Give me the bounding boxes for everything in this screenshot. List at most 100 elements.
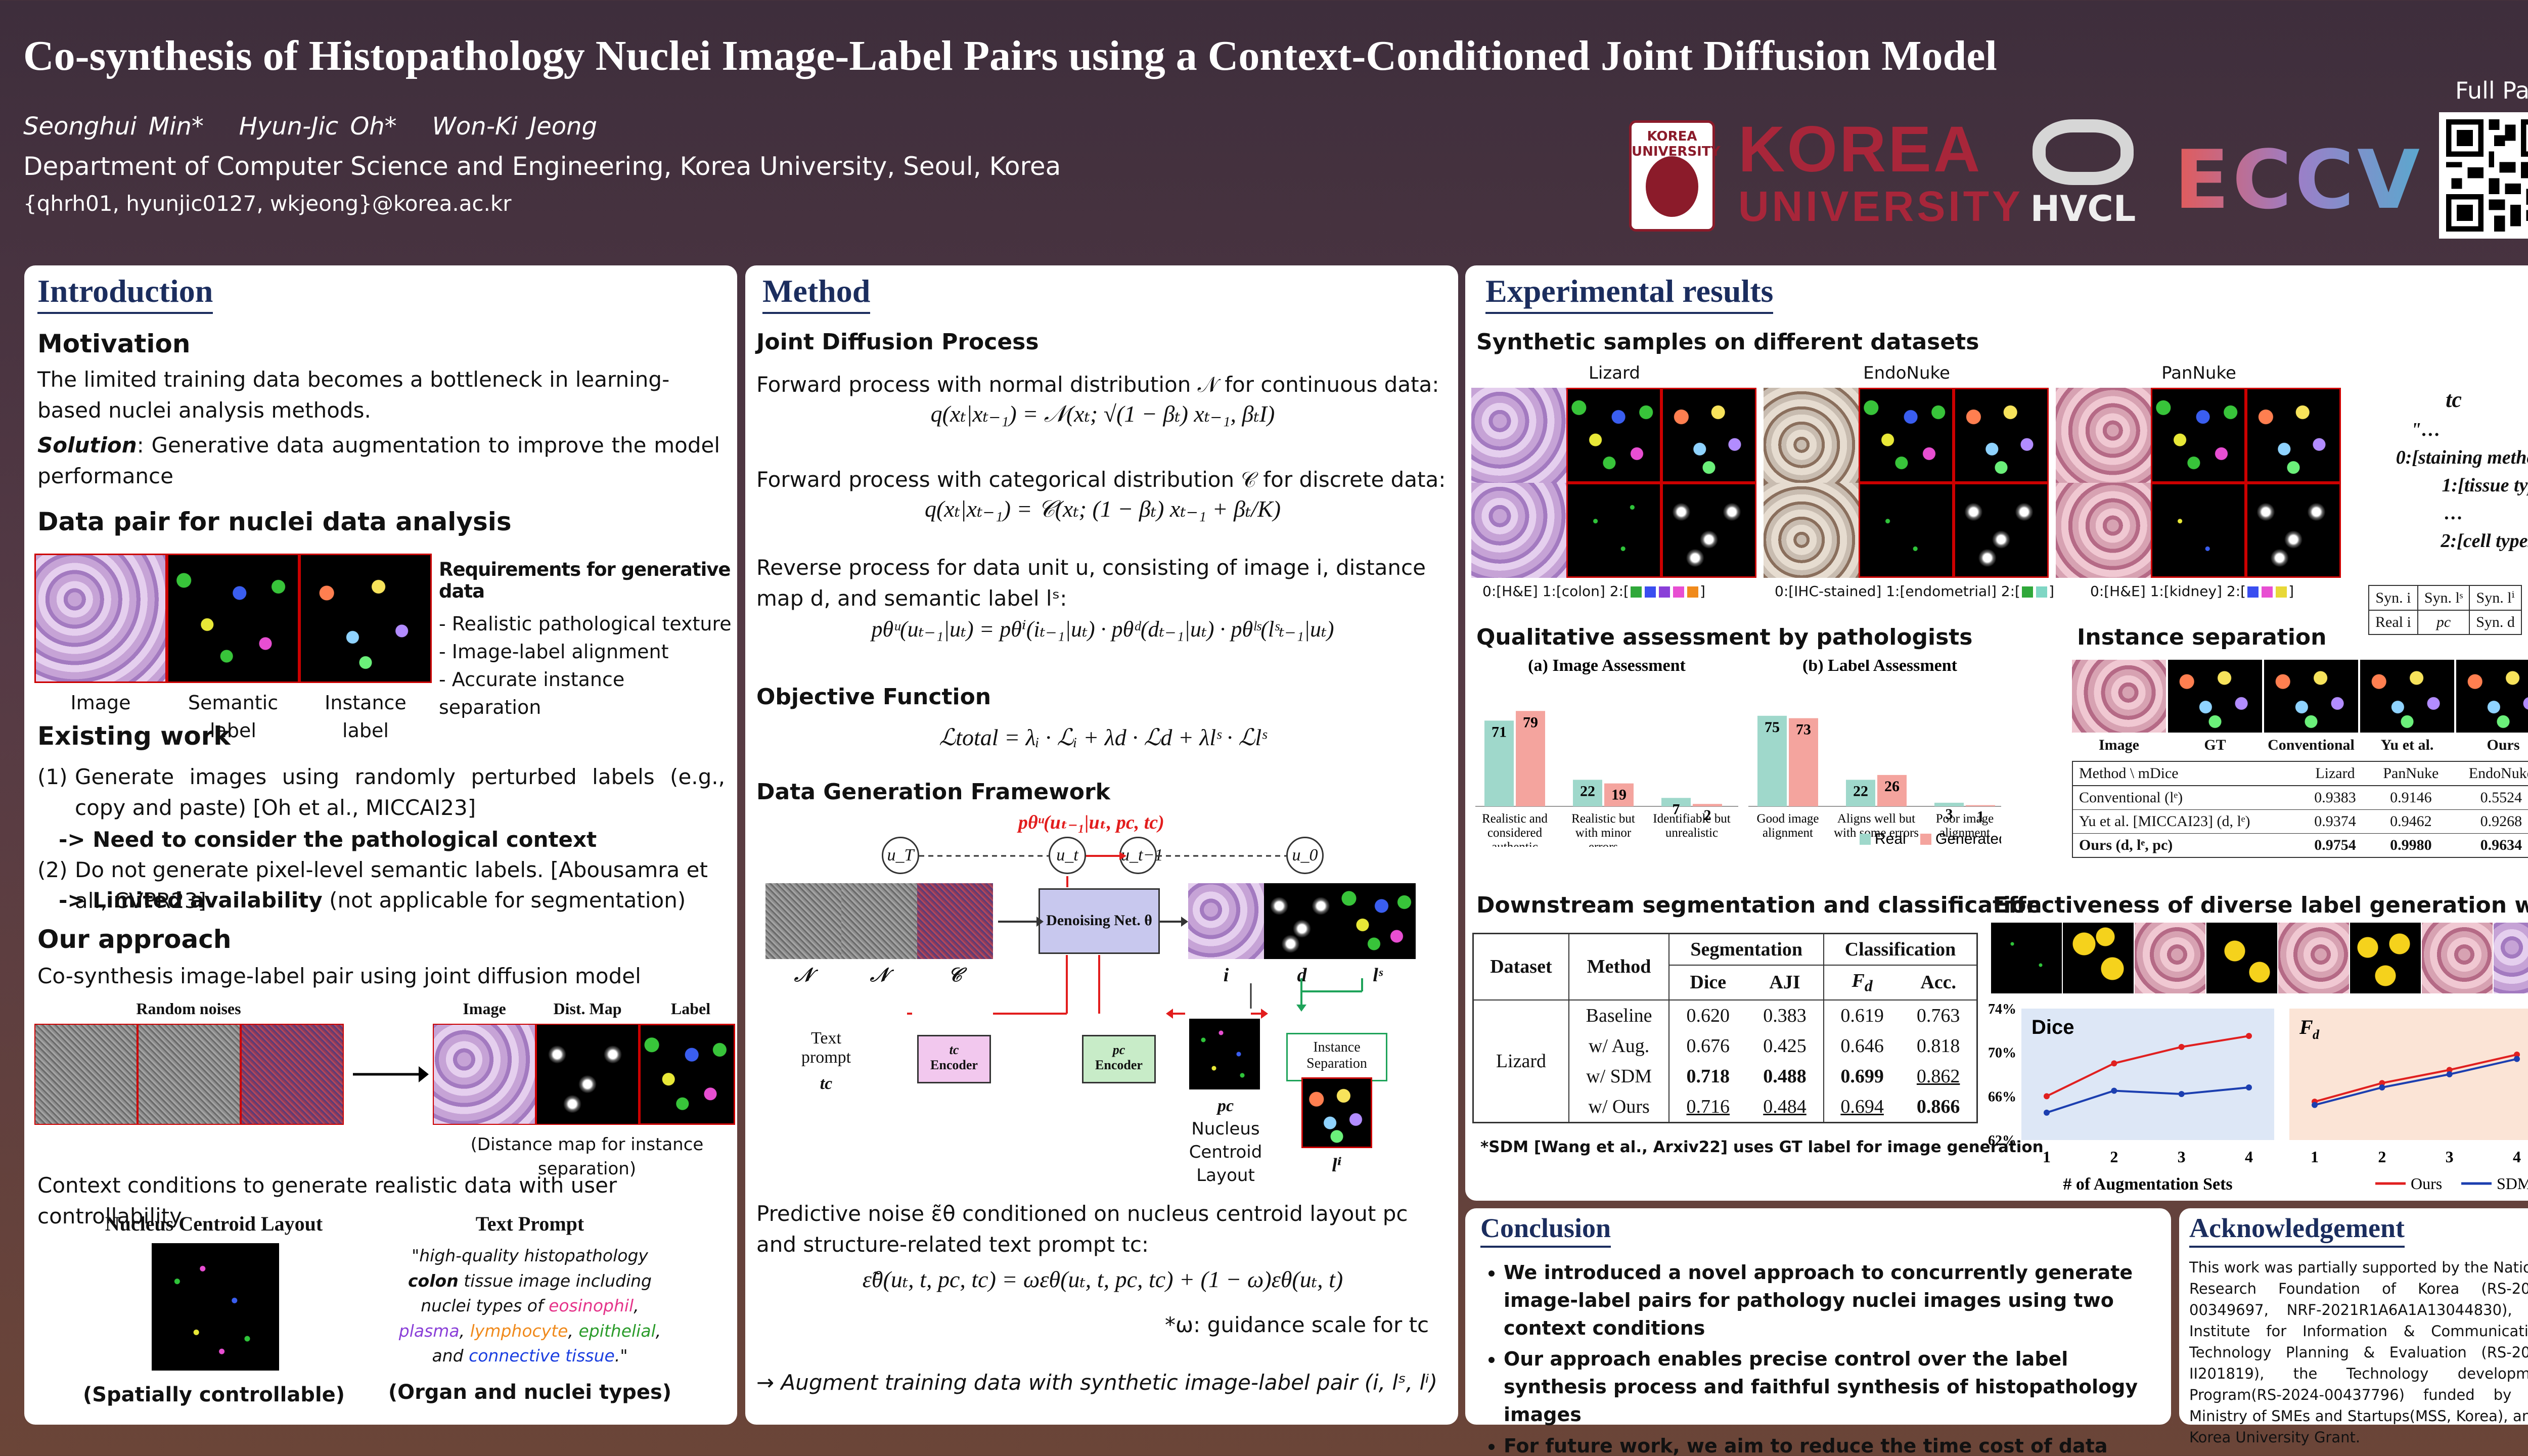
legend-swatch-real (1860, 834, 1871, 845)
synthetic-label-tile (639, 1024, 735, 1125)
bar-category-label: alignment (1763, 826, 1813, 840)
bar-chart-title: (b) Label Assessment (1802, 660, 1958, 675)
requirement-item: - Realistic pathological texture (439, 613, 732, 635)
output-image-tile (1188, 883, 1264, 959)
forward-categorical-text: Forward process with categorical distrib… (756, 467, 1446, 492)
acknowledgement-title: Acknowledgement (2189, 1212, 2405, 1248)
guidance-scale-note: *ω: guidance scale for tc (1165, 1312, 1429, 1337)
pannuke-tc-caption: 0:[H&E] 1:[kidney] 2:[] (2090, 583, 2294, 600)
acknowledgement-panel: Acknowledgement This work was partially … (2179, 1208, 2528, 1446)
y-tick-label: 66% (1988, 1089, 2016, 1105)
introduction-panel: Introduction Motivation The limited trai… (24, 265, 737, 1425)
he-image-thumbnail (34, 554, 167, 683)
diverse-label-tile (2350, 923, 2421, 993)
line-point (2514, 1052, 2520, 1058)
nucleus-centroid-layout-heading: Nucleus Centroid Layout (105, 1212, 323, 1235)
noise-label: 𝒩 (870, 965, 889, 986)
diverse-image-tile (2422, 923, 2493, 993)
motivation-text: The limited training data becomes a bott… (37, 367, 670, 423)
bar-value-label: 73 (1796, 721, 1811, 738)
line-series-sdm (2314, 1058, 2517, 1106)
y-tick-label: 70% (1988, 1045, 2016, 1061)
introduction-title: Introduction (37, 272, 213, 314)
line-point (2446, 1067, 2453, 1073)
bar-category-label: Realistic and (1482, 812, 1548, 826)
bar-category-label: considered (1487, 826, 1543, 840)
dice-chart-title: Dice (2032, 1016, 2074, 1038)
line-point (2312, 1102, 2318, 1108)
bar-value-label: 79 (1523, 714, 1538, 731)
text-encoder-block: tc Encoder (917, 1035, 991, 1083)
hvcl-logo: HVCL (2022, 119, 2144, 236)
korea-university-wordmark-logo: KOREA UNIVERSITY (1738, 113, 2024, 230)
existing-work-heading: Existing work (37, 721, 231, 751)
author-list: Seonghui Min* Hyun-Jic Oh* Won-Ki Jeong (23, 112, 597, 141)
lizard-image (1471, 388, 1566, 483)
full-paper-qr-code[interactable] (2439, 112, 2528, 239)
noise-tile-categorical (917, 883, 993, 959)
bar-mark (1846, 780, 1875, 806)
bar-value-label: 26 (1884, 778, 1900, 795)
pannuke-centroid (2151, 483, 2246, 578)
legend-label-real: Real (1875, 831, 1906, 847)
noise-tile-normal (765, 883, 841, 959)
noise-label: 𝒩 (794, 965, 813, 986)
line-point (2246, 1084, 2252, 1090)
augment-training-text: → Augment training data with synthetic i… (756, 1370, 1438, 1395)
node-u-t-minus-1: u_t−1 (1119, 837, 1163, 874)
instance-label-caption: Instance label (325, 692, 407, 742)
conclusion-panel: Conclusion We introduced a novel approac… (1465, 1208, 2171, 1456)
reverse-process-equation: pθᵘ(uₜ₋₁|uₜ) = pθⁱ(iₜ₋₁|uₜ) · pθᵈ(dₜ₋₁|u… (871, 617, 1334, 642)
tiger-crest-icon (1646, 156, 1698, 217)
downstream-heading: Downstream segmentation and classificati… (1476, 892, 2042, 918)
bar-mark (1604, 783, 1634, 806)
context-conditions-text: Context conditions to generate realistic… (37, 1173, 617, 1228)
tc-legend: tc "… 0:[staining method] 1:[tissue type… (2396, 387, 2528, 552)
diverse-label-tile (1991, 923, 2062, 993)
bar-value-label: 22 (1580, 783, 1595, 799)
layout-encoder-block: pc Encoder (1082, 1035, 1156, 1083)
endonuke-image (1764, 388, 1859, 483)
distance-map-caption: (Distance map for instance separation) (470, 1134, 704, 1179)
output-distmap-tile (1264, 883, 1340, 959)
categorical-noise-tile (241, 1024, 344, 1125)
text-prompt-example: "high-quality histopathology colon tissu… (398, 1246, 661, 1366)
existing-work-2: (2) Do not generate pixel-level semantic… (37, 857, 708, 913)
text-prompt-heading: Text Prompt (475, 1212, 584, 1235)
bar-value-label: 22 (1853, 783, 1868, 799)
inst-col-label: Ours (2487, 737, 2520, 753)
bar-value-label: 7 (1673, 801, 1680, 817)
author-1: Seonghui Min* (23, 112, 204, 141)
output-label-tile (1340, 883, 1416, 959)
node-u-0: u_0 (1286, 837, 1324, 874)
dataset-endonuke-label: EndoNuke (1863, 363, 1950, 383)
endonuke-centroid (1859, 483, 1954, 578)
korea-university-seal-logo: KOREA UNIVERSITY (1629, 120, 1720, 232)
requirement-item: - Image-label alignment (439, 641, 669, 663)
image-caption: Image (70, 692, 131, 714)
lizard-tc-caption: 0:[H&E] 1:[colon] 2:[] (1482, 583, 1705, 600)
bar-category-label: alignment (1939, 826, 1990, 840)
legend-swatch-generated (1920, 834, 1931, 845)
instance-label-thumbnail (299, 554, 432, 683)
fd-chart-title: F (2299, 1016, 2313, 1038)
x-tick-label: 4 (2513, 1148, 2521, 1166)
denoising-network-block: Denoising Net. θ (1039, 888, 1160, 954)
text-prompt-label: Text prompt tc (801, 1029, 851, 1093)
full-paper-label: Full Paper (2455, 77, 2528, 104)
pannuke-instance (2246, 388, 2341, 483)
poster-title: Co-synthesis of Histopathology Nuclei Im… (23, 32, 1997, 79)
requirements-heading: Requirements for generative data (439, 559, 731, 602)
organ-nuclei-caption: (Organ and nuclei types) (388, 1381, 672, 1404)
reverse-process-text: Reverse process for data unit u, consist… (756, 555, 1426, 611)
diverse-label-tile (2206, 923, 2277, 993)
bar-value-label: 2 (1704, 807, 1711, 824)
synthetic-distance-map-tile (536, 1024, 639, 1125)
conclusion-item: For future work, we aim to reduce the ti… (1504, 1432, 2159, 1456)
our-approach-text: Co-synthesis image-label pair using join… (37, 964, 641, 988)
markov-chain-arrows (919, 852, 1286, 860)
fd-chart-title-sub: d (2313, 1027, 2320, 1042)
inst-yu-tile (2360, 660, 2454, 733)
